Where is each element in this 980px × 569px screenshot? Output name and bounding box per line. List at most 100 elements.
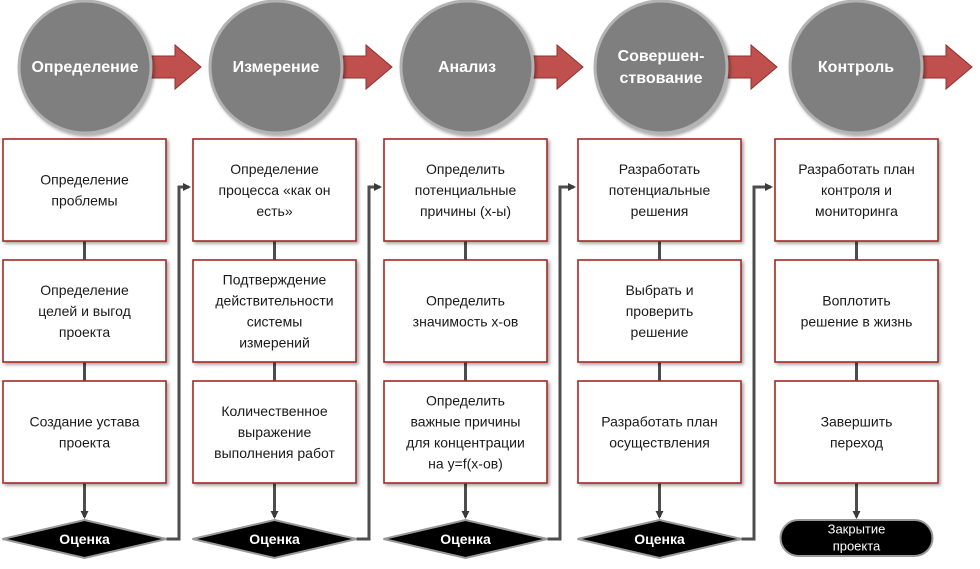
phase-title: Контроль: [818, 59, 894, 76]
step-text-line: значимость x-ов: [413, 314, 519, 330]
evaluation-label: Оценка: [249, 531, 300, 547]
evaluation-diamond: [192, 518, 357, 560]
step-text-line: причины (x-ы): [420, 203, 511, 219]
step-text-line: проверить: [626, 303, 694, 319]
step-text: Определение проблемы: [40, 172, 129, 209]
step-box: [774, 138, 939, 242]
step-text-line: Выбрать и: [625, 282, 693, 298]
step-text: Определить значимость x-ов: [413, 293, 519, 330]
step-text-line: системы: [247, 314, 303, 330]
step-text: Выбрать и проверить решение: [625, 282, 693, 340]
phase-arrow: [724, 43, 778, 91]
phase-title-line: Контроль: [818, 59, 894, 76]
phase-title: Измерение: [233, 59, 320, 76]
phase-arrow: [530, 43, 584, 91]
step-text: Разработать план осуществления: [601, 414, 718, 451]
evaluation-label-line: Оценка: [440, 531, 491, 547]
evaluation-label-line: Оценка: [249, 531, 300, 547]
step-text-line: Подтверждение: [223, 272, 327, 288]
evaluation-label: Оценка: [59, 531, 110, 547]
step-box: [383, 380, 548, 484]
closure-label-line: проекта: [833, 539, 881, 554]
step-box: [192, 259, 357, 363]
step-text-line: Создание устава: [30, 414, 140, 430]
phase-title-line: Анализ: [438, 59, 496, 76]
step-text-line: Воплотить: [822, 293, 890, 309]
step-text-line: решения: [631, 203, 689, 219]
step-text-line: для концентрации: [406, 435, 525, 451]
closure-terminal: [779, 519, 934, 557]
phase-title-line: Определение: [31, 59, 138, 76]
step-text-line: процесса «как он: [218, 182, 330, 198]
step-text-line: на y=f(x-ов): [428, 456, 503, 472]
step-text-line: Определение: [230, 161, 319, 177]
step-text-line: выполнения работ: [214, 445, 335, 461]
step-box: [192, 380, 357, 484]
closure-label: Закрытие проекта: [828, 522, 886, 554]
phase-transition-connector: [166, 183, 191, 541]
evaluation-diamond: [383, 518, 548, 560]
phase-transition-connector: [547, 183, 576, 541]
step-text-line: потенциальные: [609, 182, 711, 198]
step-box: [383, 259, 548, 363]
step-text-line: важные причины: [411, 414, 521, 430]
step-box: [2, 138, 167, 242]
step-text: Определение процесса «как он есть»: [218, 161, 330, 219]
step-text: Завершить переход: [821, 414, 893, 451]
phase-circle: [208, 0, 344, 135]
step-text: Создание устава проекта: [30, 414, 140, 451]
phase-title: Определение: [31, 59, 138, 76]
step-text-line: потенциальные: [415, 182, 517, 198]
step-text-line: Определение: [40, 172, 129, 188]
step-text-line: контроля и: [821, 182, 892, 198]
step-text-line: Определить: [426, 293, 505, 309]
step-text-line: целей и выгод: [38, 303, 131, 319]
step-text: Разработать потенциальные решения: [609, 161, 711, 219]
step-text-line: Определить: [426, 161, 505, 177]
step-text-line: проблемы: [51, 193, 117, 209]
step-text: Определение целей и выгод проекта: [38, 282, 131, 340]
step-text-line: решение в жизнь: [801, 314, 913, 330]
step-text-line: Завершить: [821, 414, 893, 430]
step-box: [2, 380, 167, 484]
phase-title-line: Совершен-: [618, 48, 705, 65]
step-box: [577, 259, 742, 363]
evaluation-label: Оценка: [634, 531, 685, 547]
step-text-line: решение: [631, 324, 689, 340]
evaluation-label: Оценка: [440, 531, 491, 547]
phase-circle: [788, 0, 924, 135]
step-text-line: проекта: [59, 435, 110, 451]
step-text-line: действительности: [215, 293, 333, 309]
evaluation-label-line: Оценка: [59, 531, 110, 547]
phase-transition-connector: [356, 183, 382, 541]
step-text-line: есть»: [256, 203, 292, 219]
step-text: Определить важные причины для концентрации…: [406, 393, 525, 472]
step-text-line: Разработать: [619, 161, 700, 177]
phase-circle: [17, 0, 153, 135]
phase-title: Совершен-ствование: [618, 48, 705, 87]
phase-arrow: [339, 43, 393, 91]
evaluation-diamond: [577, 518, 742, 560]
step-text-line: Разработать план: [601, 414, 718, 430]
evaluation-label-line: Оценка: [634, 531, 685, 547]
step-text-line: проекта: [59, 324, 110, 340]
step-box: [774, 380, 939, 484]
step-text-line: Разработать план: [798, 161, 915, 177]
closure-label-line: Закрытие: [828, 522, 886, 537]
phase-title: Анализ: [438, 59, 496, 76]
step-box: [577, 138, 742, 242]
phase-circle: [399, 0, 535, 135]
step-text: Определить потенциальные причины (x-ы): [415, 161, 517, 219]
step-text-line: Количественное: [221, 403, 327, 419]
step-text-line: переход: [830, 435, 883, 451]
step-text-line: Определение: [40, 282, 129, 298]
step-text-line: осуществления: [609, 435, 710, 451]
phase-arrow: [919, 43, 973, 91]
step-text-line: Определить: [426, 393, 505, 409]
step-text: Воплотить решение в жизнь: [801, 293, 913, 330]
phase-transition-connector: [741, 183, 773, 541]
evaluation-diamond: [2, 518, 167, 560]
